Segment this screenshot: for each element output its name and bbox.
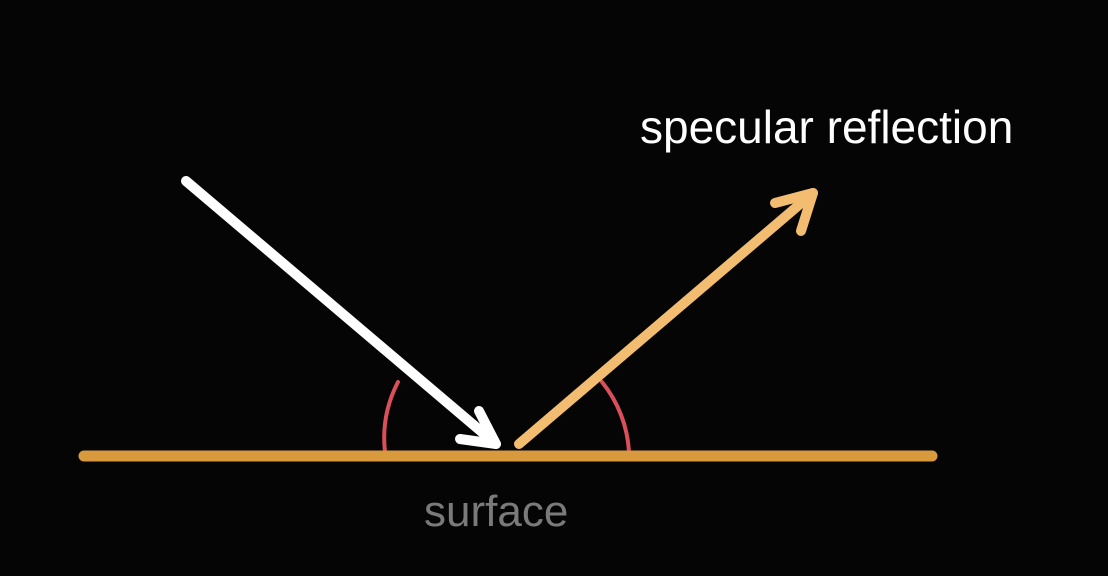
incident-ray [181, 176, 501, 449]
reflection-angle-arc [600, 380, 631, 454]
reflected-ray [514, 188, 818, 449]
incident-arrowhead [455, 406, 501, 449]
surface-label: surface [424, 487, 569, 536]
specular-reflection-label: specular reflection [640, 101, 1014, 153]
reflected-arrowhead [770, 188, 818, 236]
incident-angle-arc [382, 380, 400, 454]
